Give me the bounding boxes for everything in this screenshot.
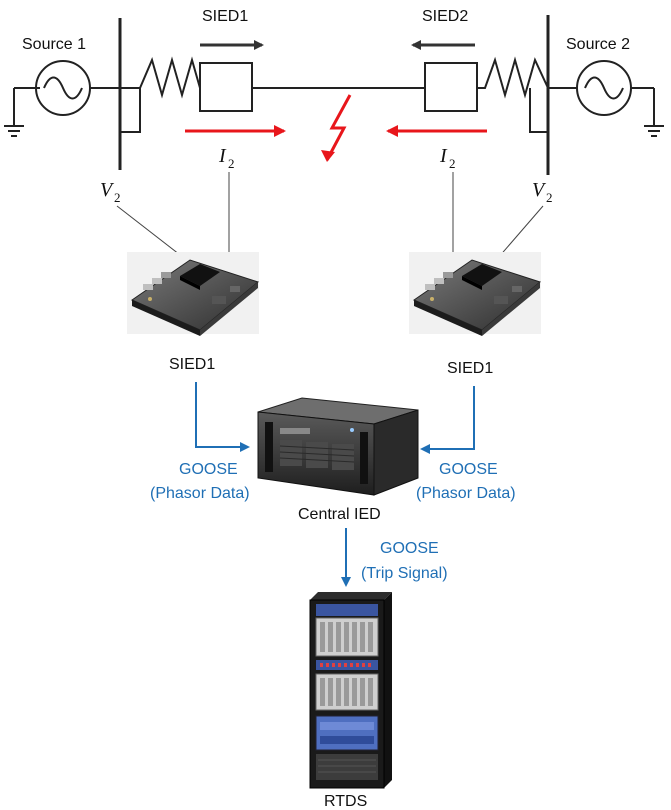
sied1-breaker (199, 62, 253, 112)
v-right-lead (497, 205, 544, 259)
source2-ground-icon (644, 125, 664, 137)
v-left-label: V 2 (100, 179, 121, 205)
left-ct-icon (120, 56, 201, 99)
right-ct-lead (529, 88, 548, 133)
goose-left-arrow (195, 382, 250, 452)
source1-sine-icon (43, 76, 83, 100)
svg-text:I: I (439, 145, 448, 167)
one-line-diagram (4, 15, 664, 175)
i-left-label: I 2 (218, 145, 235, 171)
sied1-top-label: SIED1 (202, 8, 248, 25)
source2-sine-icon (584, 76, 624, 100)
sied1-board-icon (127, 252, 260, 336)
sied2-board-icon (409, 252, 542, 336)
svg-text:2: 2 (546, 190, 553, 205)
right-ct-icon (477, 56, 549, 99)
svg-text:2: 2 (228, 156, 235, 171)
goose-trip-label: GOOSE (380, 540, 439, 557)
sied-right-bottom-label: SIED1 (447, 360, 493, 377)
sied2-top-label: SIED2 (422, 8, 468, 25)
svg-text:2: 2 (114, 190, 121, 205)
phasor-right-label: (Phasor Data) (416, 485, 516, 502)
central-ied-label: Central IED (298, 506, 381, 523)
svg-text:2: 2 (449, 156, 456, 171)
sied2-breaker (424, 62, 478, 112)
svg-text:I: I (218, 145, 227, 167)
trip-signal-label: (Trip Signal) (361, 565, 448, 582)
i-right-label: I 2 (439, 145, 456, 171)
fault-lightning-icon (325, 94, 352, 161)
phasor-left-label: (Phasor Data) (150, 485, 250, 502)
svg-text:V: V (532, 179, 547, 201)
source1-label: Source 1 (22, 36, 86, 53)
v-right-label: V 2 (532, 179, 553, 205)
v-left-lead (116, 205, 185, 259)
rtds-label: RTDS (324, 793, 367, 810)
source2-label: Source 2 (566, 36, 630, 53)
svg-text:V: V (100, 179, 115, 201)
goose-right-arrow (420, 386, 475, 454)
source1-ground-icon (4, 125, 24, 137)
goose-right-label: GOOSE (439, 461, 498, 478)
sied-left-bottom-label: SIED1 (169, 356, 215, 373)
rtds-cabinet-icon (309, 592, 392, 789)
central-ied-server-icon (257, 397, 419, 496)
left-ct-lead (120, 88, 141, 133)
goose-left-label: GOOSE (179, 461, 238, 478)
